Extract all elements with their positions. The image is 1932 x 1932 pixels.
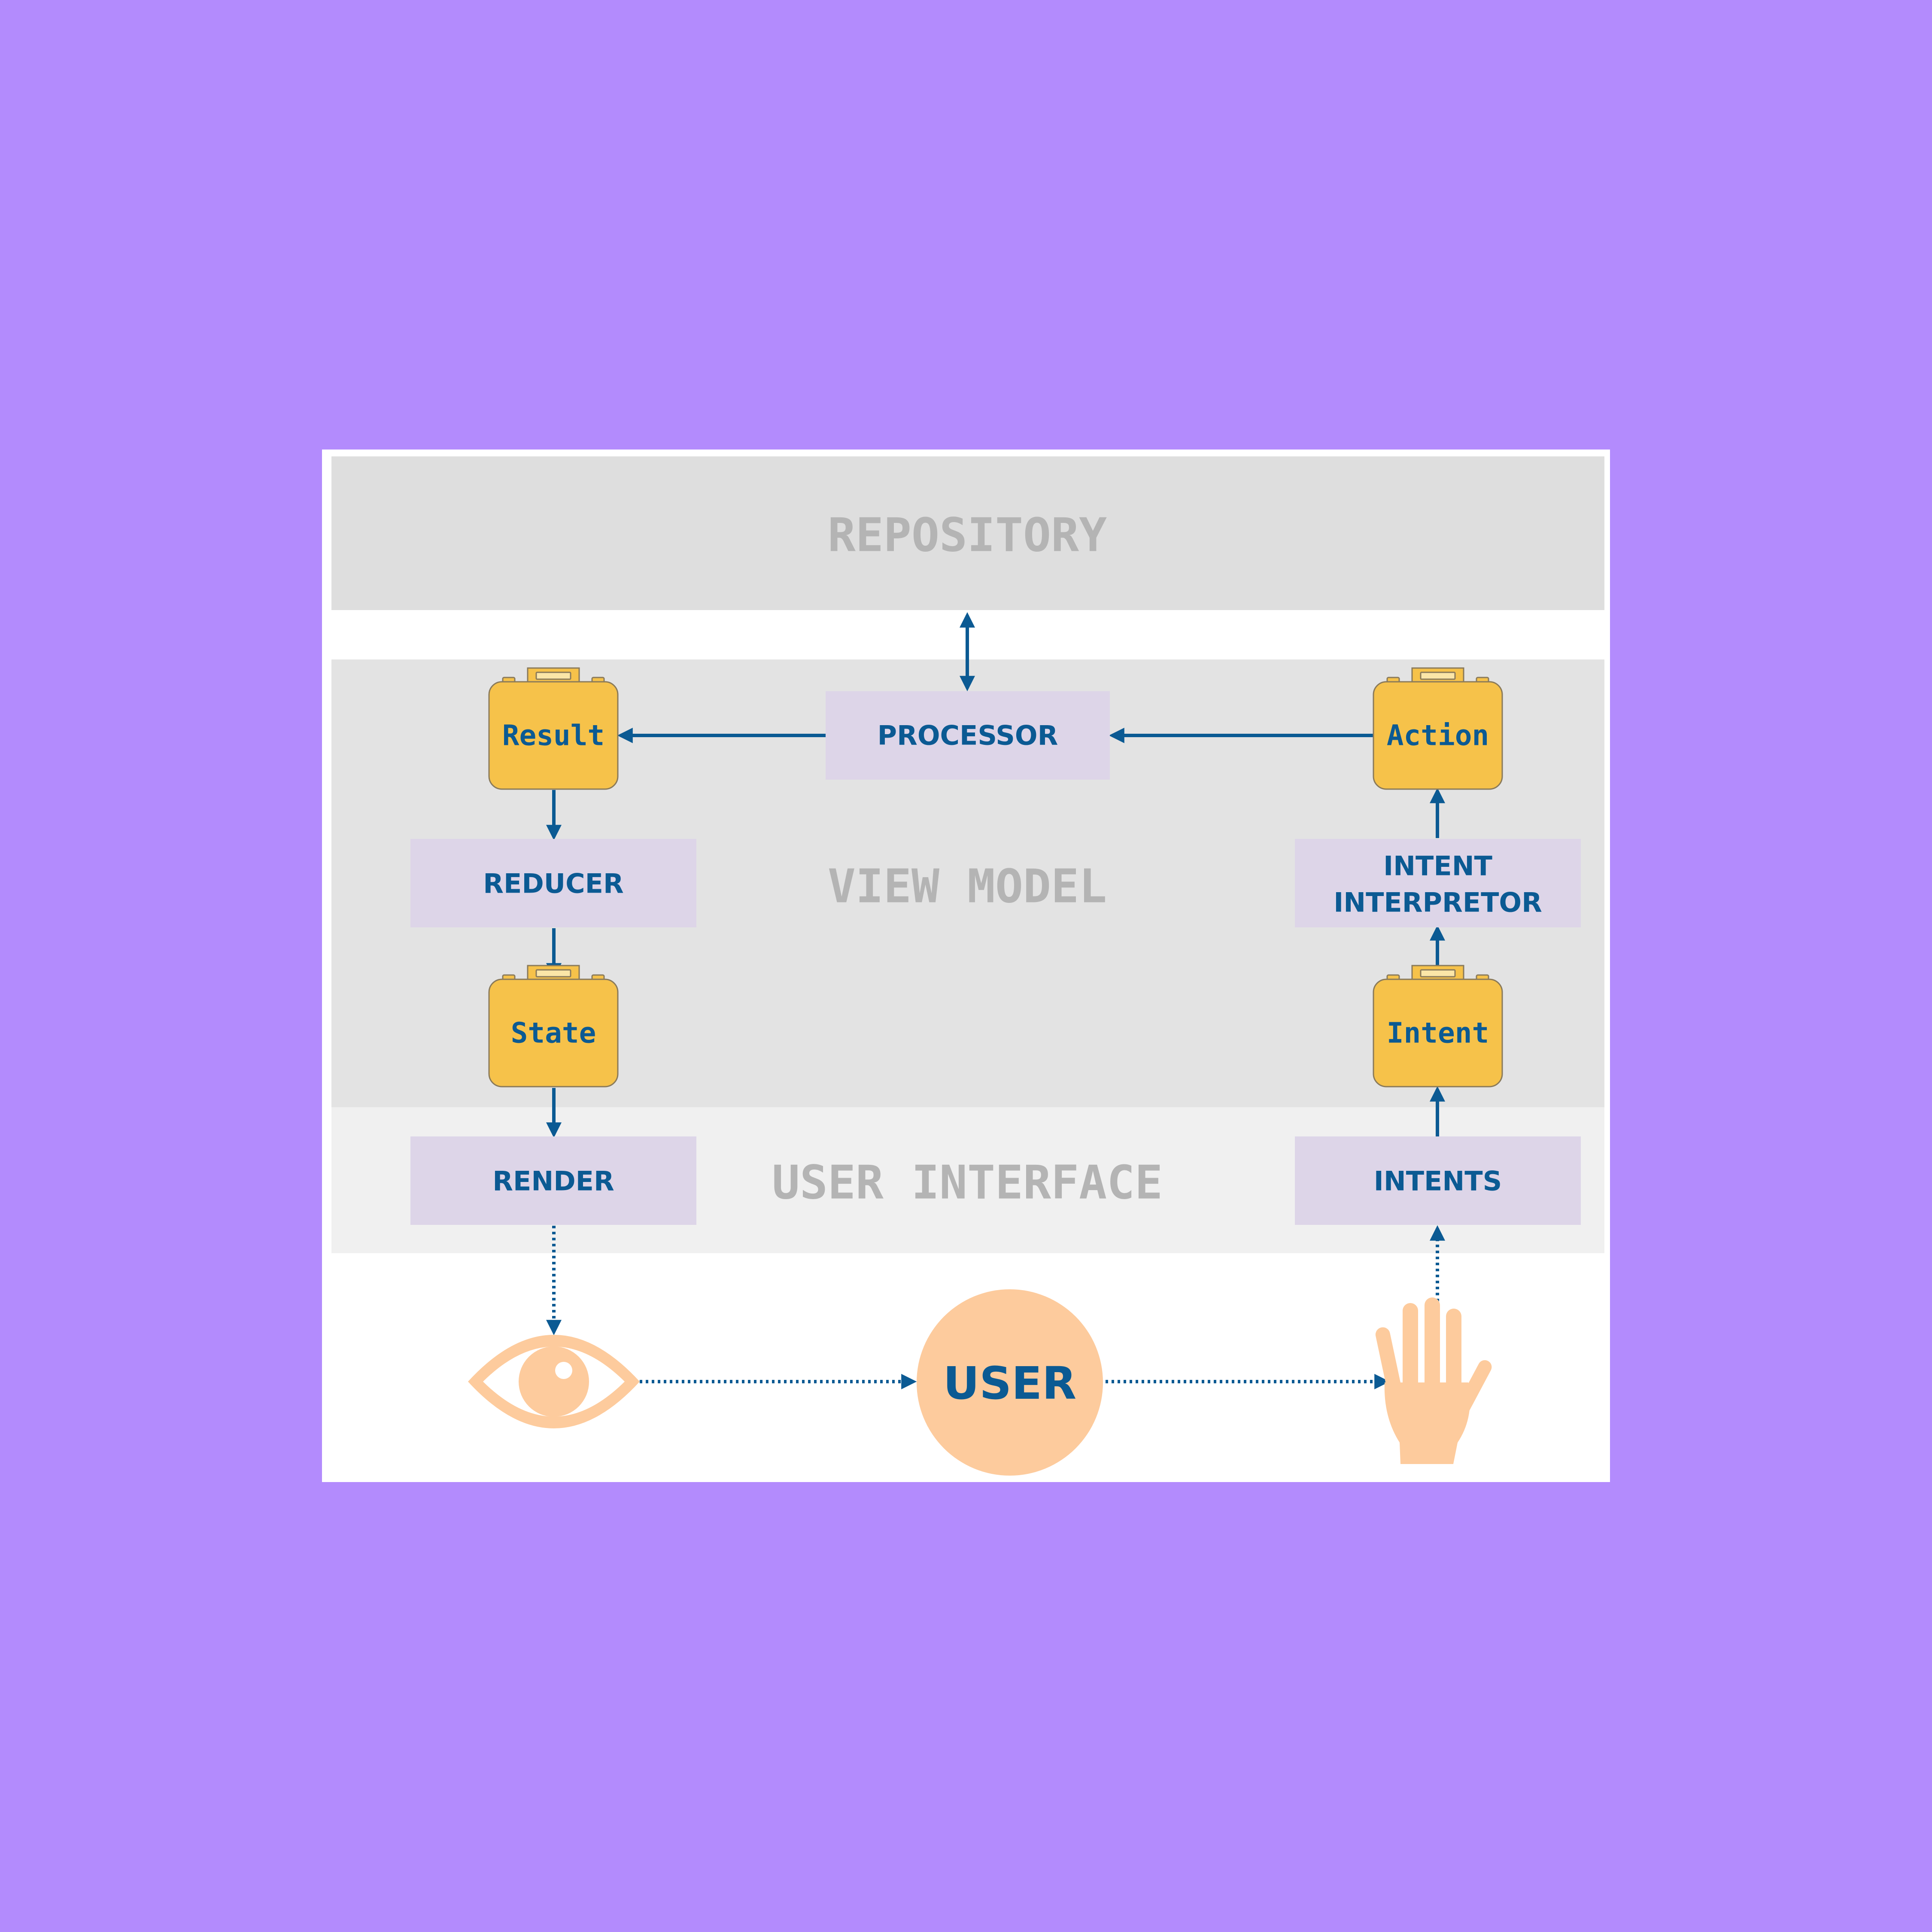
processor-label: PROCESSOR — [878, 720, 1058, 751]
flow-arrows — [546, 612, 1445, 1138]
reducer-label: REDUCER — [483, 868, 624, 899]
action-briefcase: Action — [1373, 667, 1503, 790]
intents-box: INTENTS — [1295, 1136, 1581, 1225]
render-label: RENDER — [492, 1166, 614, 1197]
render-box: RENDER — [410, 1136, 696, 1225]
eye-icon — [468, 1335, 640, 1428]
result-label: Result — [502, 719, 605, 752]
intent-interpretor-label-line2: INTERPRETOR — [1334, 887, 1542, 918]
user-node: USER — [917, 1289, 1103, 1476]
user-interface-label: USER INTERFACE — [772, 1156, 1163, 1210]
state-briefcase: State — [488, 965, 619, 1088]
intent-label: Intent — [1387, 1017, 1489, 1050]
intents-label: INTENTS — [1374, 1166, 1502, 1197]
result-briefcase: Result — [488, 667, 619, 790]
user-flow-arrows — [546, 1225, 1445, 1389]
intent-interpretor-box: INTENT INTERPRETOR — [1295, 839, 1581, 927]
hand-icon — [1375, 1297, 1492, 1464]
reducer-box: REDUCER — [410, 839, 696, 927]
repository-band — [331, 456, 1604, 610]
view-model-label: VIEW MODEL — [828, 860, 1107, 914]
repository-label: REPOSITORY — [828, 509, 1107, 562]
intent-interpretor-label-line1: INTENT — [1383, 851, 1492, 882]
intent-briefcase: Intent — [1373, 965, 1503, 1088]
state-label: State — [511, 1017, 596, 1050]
processor-box: PROCESSOR — [826, 691, 1110, 780]
action-label: Action — [1387, 719, 1489, 752]
user-label: USER — [943, 1357, 1076, 1410]
